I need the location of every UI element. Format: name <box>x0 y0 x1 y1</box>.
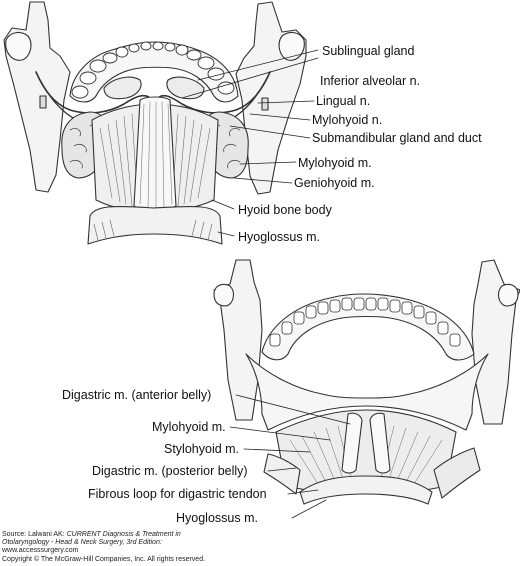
bottom-teeth <box>269 297 461 347</box>
top-teeth <box>71 41 235 99</box>
label-mylohyoid-n: Mylohyoid n. <box>312 113 383 127</box>
label-digastric-posterior: Digastric m. (posterior belly) <box>92 464 248 478</box>
bottom-digastric-posterior <box>433 447 481 499</box>
label-hyoid-bone-body: Hyoid bone body <box>238 203 332 217</box>
top-right-ramus <box>235 1 307 195</box>
top-hyoid-bone <box>87 205 223 245</box>
bottom-left-condyle <box>213 283 235 307</box>
top-right-foramen <box>261 97 269 111</box>
bottom-right-condyle <box>497 283 519 307</box>
bottom-mandible-view <box>213 259 520 519</box>
label-stylohyoid-m: Stylohyoid m. <box>164 442 240 456</box>
bottom-left-ramus <box>213 259 263 421</box>
top-left-condyle <box>5 31 32 61</box>
label-lingual-n: Lingual n. <box>316 94 371 108</box>
top-geniohyoid-fibers <box>139 101 173 210</box>
top-right-condyle <box>278 31 305 61</box>
top-sublingual-gland-left <box>103 76 142 100</box>
bottom-hyoid-bone <box>299 475 433 505</box>
top-sublingual-gland-right <box>166 76 205 100</box>
bottom-digastric-anterior-left <box>341 412 363 474</box>
label-hyoglossus-m-top: Hyoglossus m. <box>238 230 320 244</box>
bottom-mandible-body <box>245 353 489 431</box>
source-line-3: www.accesssurgery.com <box>2 547 79 554</box>
top-leader-lines <box>181 49 319 237</box>
top-muscle-fibers <box>99 113 211 209</box>
label-mylohyoid-m-bottom: Mylohyoid m. <box>152 420 226 434</box>
label-hyoglossus-m-bottom: Hyoglossus m. <box>176 511 258 525</box>
top-left-ramus <box>3 1 71 193</box>
source-line-2: Otolaryngology - Head & Neck Surgery, 3r… <box>2 539 162 546</box>
label-digastric-anterior: Digastric m. (anterior belly) <box>62 388 212 402</box>
label-fibrous-loop: Fibrous loop for digastric tendon <box>88 487 267 501</box>
bottom-leader-lines <box>229 394 351 519</box>
top-hyoid-hatching <box>93 219 213 241</box>
label-geniohyoid-m: Geniohyoid m. <box>294 176 375 190</box>
bottom-digastric-anterior-right <box>369 412 391 474</box>
top-left-foramen <box>39 95 47 109</box>
top-gland-lobules <box>69 124 241 169</box>
label-inferior-alveolar-n: Inferior alveolar n. <box>320 74 421 88</box>
source-line-1: Source: Lalwani AK: CURRENT Diagnosis & … <box>2 531 181 538</box>
source-line-4: Copyright © The McGraw-Hill Companies, I… <box>2 556 206 563</box>
top-mandible-view <box>3 1 319 245</box>
bottom-right-ramus <box>471 259 520 425</box>
label-submandibular-gland-duct: Submandibular gland and duct <box>312 131 482 145</box>
label-sublingual-gland: Sublingual gland <box>322 44 415 58</box>
bottom-stylohyoid <box>263 453 301 495</box>
label-mylohyoid-m-top: Mylohyoid m. <box>298 156 372 170</box>
bottom-muscle-fibers <box>289 425 443 491</box>
